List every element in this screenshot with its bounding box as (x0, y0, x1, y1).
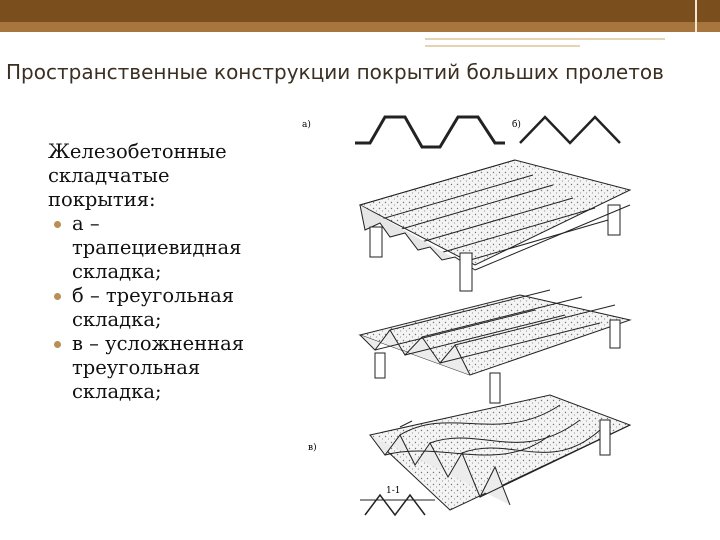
intro-text: Железобетонные складчатые покрытия: (48, 140, 227, 211)
header-band-light (0, 22, 720, 32)
bullet-icon (54, 293, 61, 300)
bullet-text: в – усложненная треугольная складка; (72, 332, 245, 403)
bullet-icon (54, 341, 61, 348)
triangle-profile (519, 115, 621, 145)
triangle-roof (358, 289, 632, 404)
label-v: в) (308, 442, 317, 453)
header-band-divider (695, 0, 697, 32)
header-band (0, 0, 720, 22)
bullet-item: б – треугольная складка; (48, 284, 253, 332)
section-profile (360, 493, 435, 517)
folded-roof-illustration: а) б) в) 1-1 (300, 105, 700, 525)
trapezoid-roof (358, 159, 632, 292)
decorative-line (425, 38, 665, 40)
decorative-line (425, 45, 580, 47)
label-a: а) (302, 119, 311, 130)
bullet-item: в – усложненная треугольная складка; (48, 332, 253, 404)
bullet-item: а – трапециевидная складка; (48, 212, 253, 284)
complex-triangle-roof (368, 394, 632, 511)
bullet-icon (54, 221, 61, 228)
label-b: б) (512, 119, 521, 130)
slide-title: Пространственные конструкции покрытий бо… (6, 60, 664, 84)
trapezoid-profile (355, 115, 505, 149)
bullet-list: а – трапециевидная складка; б – треуголь… (48, 212, 253, 404)
label-section: 1-1 (386, 486, 401, 496)
bullet-text: б – треугольная складка; (72, 284, 235, 331)
slide-body: Железобетонные складчатые покрытия: а – … (48, 140, 253, 404)
roof-drawings-svg: а) б) в) 1-1 (302, 115, 632, 517)
bullet-text: а – трапециевидная складка; (72, 212, 242, 283)
